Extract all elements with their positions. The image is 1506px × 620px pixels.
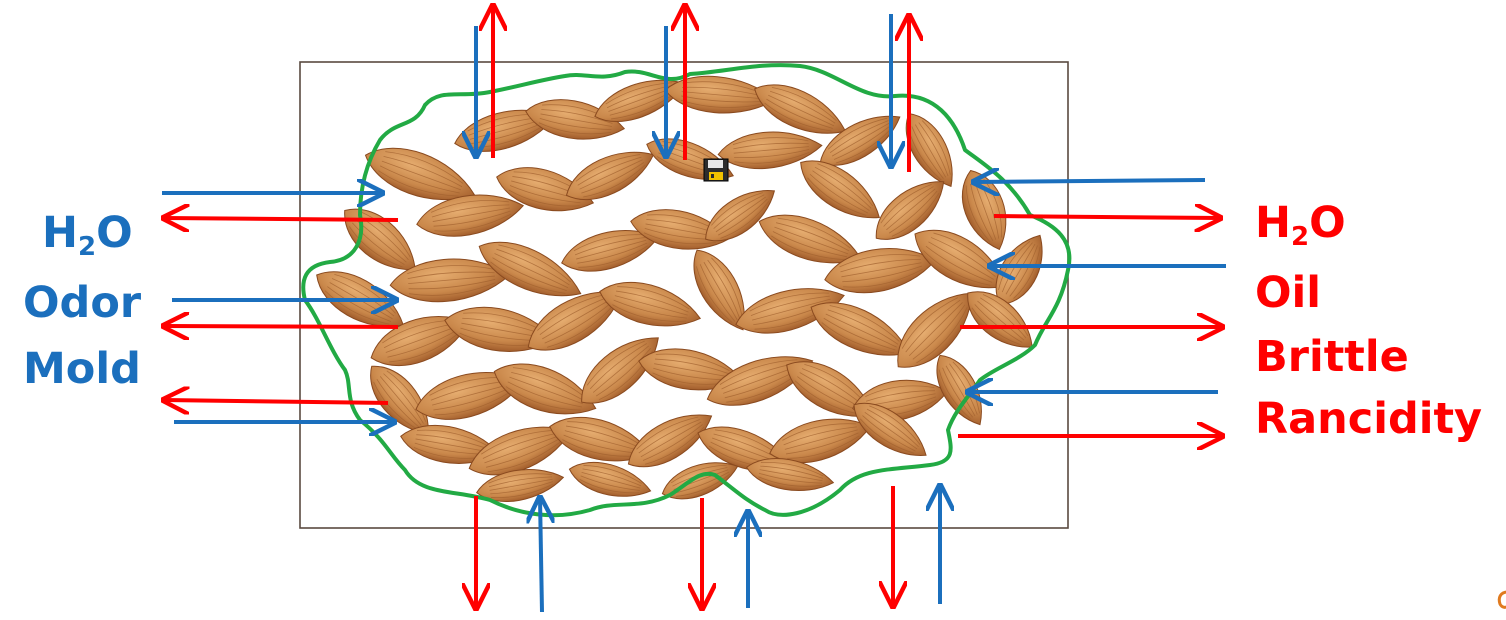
label-oil: Oil xyxy=(1255,272,1321,315)
label-h2o-right: H2O xyxy=(1255,202,1346,245)
label-h2o-left: H2O xyxy=(42,212,133,255)
label-mold: Mold xyxy=(23,348,141,391)
label-rancidity: Rancidity xyxy=(1255,398,1482,441)
label-brittle: Brittle xyxy=(1255,336,1409,379)
bottom-arrows xyxy=(476,486,940,612)
arrow-out-left-2 xyxy=(164,326,398,327)
almond xyxy=(895,105,966,194)
arrow-out-right-1 xyxy=(994,216,1220,218)
almond-pile-image xyxy=(307,68,1056,508)
arrow-out-left-1 xyxy=(164,218,398,220)
corner-logo-icon xyxy=(1494,588,1506,612)
arrow-out-left-3 xyxy=(164,400,388,403)
almond xyxy=(595,273,706,338)
save-icon[interactable] xyxy=(703,158,729,182)
arrow-in-bottom-1 xyxy=(540,498,542,612)
label-odor: Odor xyxy=(23,282,141,325)
arrow-in-right-1 xyxy=(974,180,1205,182)
